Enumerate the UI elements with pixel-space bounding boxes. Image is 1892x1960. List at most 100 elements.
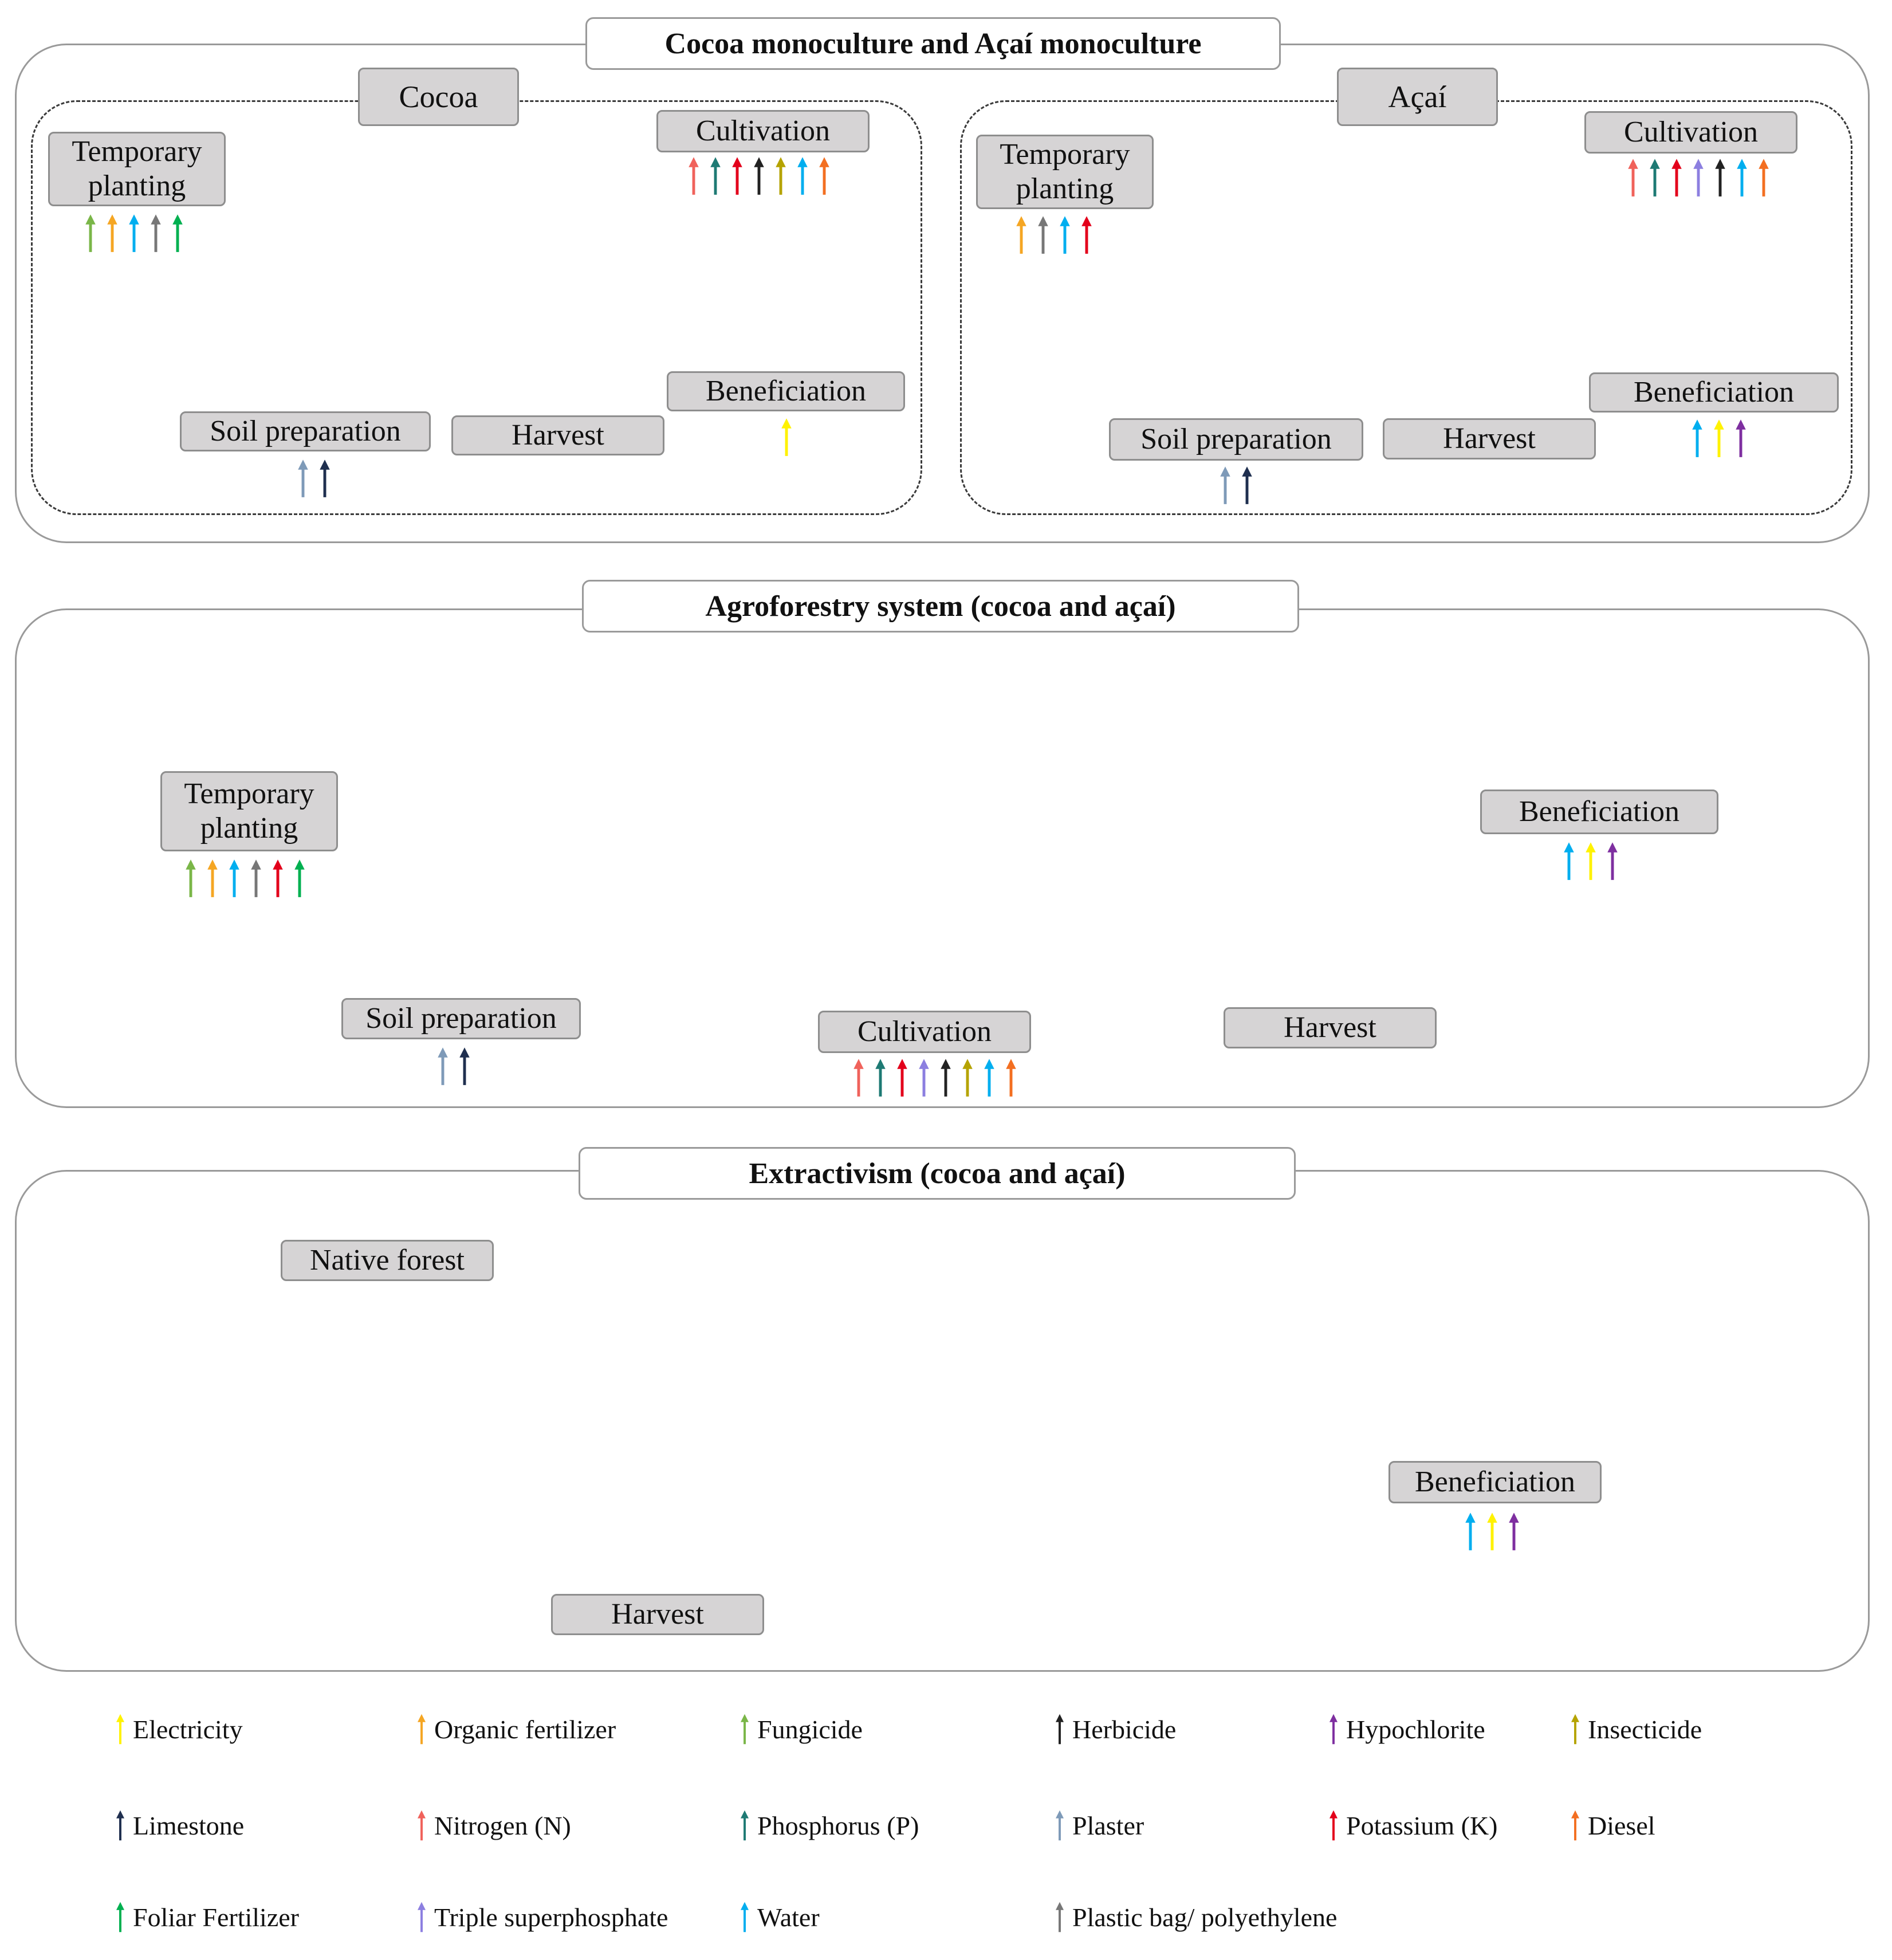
legend-arrow-icon xyxy=(418,1902,426,1932)
extract-beneficiation-label: Beneficiation xyxy=(1388,1461,1602,1503)
legend-arrow-icon xyxy=(1056,1714,1064,1745)
water-input-arrow xyxy=(129,214,139,252)
fungicide-input-arrow xyxy=(186,859,196,897)
acai-soil-preparation-label: Soil preparation xyxy=(1109,418,1363,461)
legend-arrow-icon xyxy=(741,1714,749,1745)
plastic-bag-input-arrow xyxy=(151,214,161,252)
panel-extractivism-title: Extractivism (cocoa and açaí) xyxy=(579,1147,1296,1200)
water-input-arrow xyxy=(1060,216,1070,254)
water-input-arrow xyxy=(1465,1513,1476,1550)
electricity-input-arrow xyxy=(1714,419,1724,457)
legend-label: Diesel xyxy=(1588,1810,1655,1840)
cocoa-cultivation-label: Cultivation xyxy=(656,110,870,152)
native-forest-label: Native forest xyxy=(281,1240,494,1281)
legend-item-nitrogen: Nitrogen (N) xyxy=(416,1809,571,1841)
triple-superphosphate-input-arrow xyxy=(1693,159,1704,197)
plastic-bag-input-arrow xyxy=(1038,216,1048,254)
panel-monoculture-title: Cocoa monoculture and Açaí monoculture xyxy=(585,17,1281,70)
legend-label: Herbicide xyxy=(1072,1714,1177,1744)
legend-label: Triple superphosphate xyxy=(434,1902,668,1932)
legend-arrow-icon xyxy=(1571,1714,1579,1745)
legend-item-plaster: Plaster xyxy=(1054,1809,1144,1841)
cocoa-temporary-planting-inputs xyxy=(83,213,185,253)
agro-temporary-planting-inputs xyxy=(183,858,307,898)
phosphorus-input-arrow xyxy=(710,157,721,195)
water-input-arrow xyxy=(1737,159,1747,197)
water-input-arrow xyxy=(229,859,239,897)
cocoa-beneficiation-inputs xyxy=(779,417,794,457)
legend-arrow-icon xyxy=(418,1714,426,1745)
legend-label: Fungicide xyxy=(757,1714,863,1744)
legend-item-phosphorus: Phosphorus (P) xyxy=(739,1809,919,1841)
acai-subtitle: Açaí xyxy=(1337,68,1498,126)
nitrogen-input-arrow xyxy=(853,1059,864,1097)
legend-label: Nitrogen (N) xyxy=(434,1810,571,1840)
cocoa-soil-preparation-label: Soil preparation xyxy=(180,411,431,451)
water-input-arrow xyxy=(797,157,808,195)
legend-item-diesel: Diesel xyxy=(1570,1809,1655,1841)
legend-label: Water xyxy=(757,1902,820,1932)
electricity-input-arrow xyxy=(1487,1513,1497,1550)
water-input-arrow xyxy=(984,1059,994,1097)
electricity-input-arrow xyxy=(781,418,792,456)
cocoa-beneficiation-label: Beneficiation xyxy=(667,371,905,411)
diesel-input-arrow xyxy=(1759,159,1769,197)
legend-item-organic-fertilizer: Organic fertilizer xyxy=(416,1713,616,1745)
plaster-input-arrow xyxy=(438,1047,448,1085)
water-input-arrow xyxy=(1564,842,1574,880)
legend-label: Foliar Fertilizer xyxy=(133,1902,299,1932)
legend-arrow-icon xyxy=(418,1810,426,1841)
legend-arrow-icon xyxy=(1056,1810,1064,1841)
potassium-input-arrow xyxy=(1671,159,1682,197)
legend-arrow-icon xyxy=(1329,1810,1338,1841)
hypochlorite-input-arrow xyxy=(1607,842,1618,880)
acai-beneficiation-inputs xyxy=(1690,418,1748,458)
limestone-input-arrow xyxy=(1242,466,1252,504)
legend-label: Hypochlorite xyxy=(1346,1714,1485,1744)
panel-agroforestry-title: Agroforestry system (cocoa and açaí) xyxy=(582,580,1299,633)
legend-item-foliar-fertilizer: Foliar Fertilizer xyxy=(115,1901,299,1933)
phosphorus-input-arrow xyxy=(875,1059,886,1097)
fungicide-input-arrow xyxy=(85,214,96,252)
legend-label: Potassium (K) xyxy=(1346,1810,1498,1840)
potassium-input-arrow xyxy=(273,859,283,897)
hypochlorite-input-arrow xyxy=(1509,1513,1519,1550)
herbicide-input-arrow xyxy=(1715,159,1725,197)
nitrogen-input-arrow xyxy=(689,157,699,195)
panel-monoculture xyxy=(15,44,1870,543)
legend-item-electricity: Electricity xyxy=(115,1713,243,1745)
legend-arrow-icon xyxy=(741,1810,749,1841)
diesel-input-arrow xyxy=(1006,1059,1016,1097)
insecticide-input-arrow xyxy=(962,1059,973,1097)
extract-beneficiation-inputs xyxy=(1463,1511,1521,1551)
foliar-fertilizer-input-arrow xyxy=(294,859,305,897)
legend-item-plastic-bag: Plastic bag/ polyethylene xyxy=(1054,1901,1337,1933)
agro-soil-preparation-inputs xyxy=(435,1046,472,1086)
legend-label: Organic fertilizer xyxy=(434,1714,616,1744)
plaster-input-arrow xyxy=(298,459,308,497)
limestone-input-arrow xyxy=(320,459,330,497)
legend-arrow-icon xyxy=(116,1714,124,1745)
cocoa-cultivation-inputs xyxy=(686,156,832,196)
electricity-input-arrow xyxy=(1586,842,1596,880)
legend-arrow-icon xyxy=(1056,1902,1064,1932)
herbicide-input-arrow xyxy=(941,1059,951,1097)
acai-cultivation-label: Cultivation xyxy=(1584,111,1797,154)
legend-item-triple-superphosphate: Triple superphosphate xyxy=(416,1901,668,1933)
triple-superphosphate-input-arrow xyxy=(919,1059,929,1097)
foliar-fertilizer-input-arrow xyxy=(172,214,183,252)
agro-beneficiation-label: Beneficiation xyxy=(1480,790,1718,834)
legend-item-potassium: Potassium (K) xyxy=(1328,1809,1498,1841)
nitrogen-input-arrow xyxy=(1628,159,1638,197)
agro-cultivation-label: Cultivation xyxy=(818,1011,1031,1053)
potassium-input-arrow xyxy=(732,157,742,195)
acai-cultivation-inputs xyxy=(1626,158,1771,198)
phosphorus-input-arrow xyxy=(1650,159,1660,197)
legend-item-fungicide: Fungicide xyxy=(739,1713,863,1745)
cocoa-subtitle: Cocoa xyxy=(358,68,519,126)
acai-soil-preparation-inputs xyxy=(1218,465,1254,505)
legend-item-hypochlorite: Hypochlorite xyxy=(1328,1713,1485,1745)
agro-cultivation-inputs xyxy=(851,1058,1018,1098)
water-input-arrow xyxy=(1692,419,1702,457)
legend-arrow-icon xyxy=(116,1902,124,1932)
